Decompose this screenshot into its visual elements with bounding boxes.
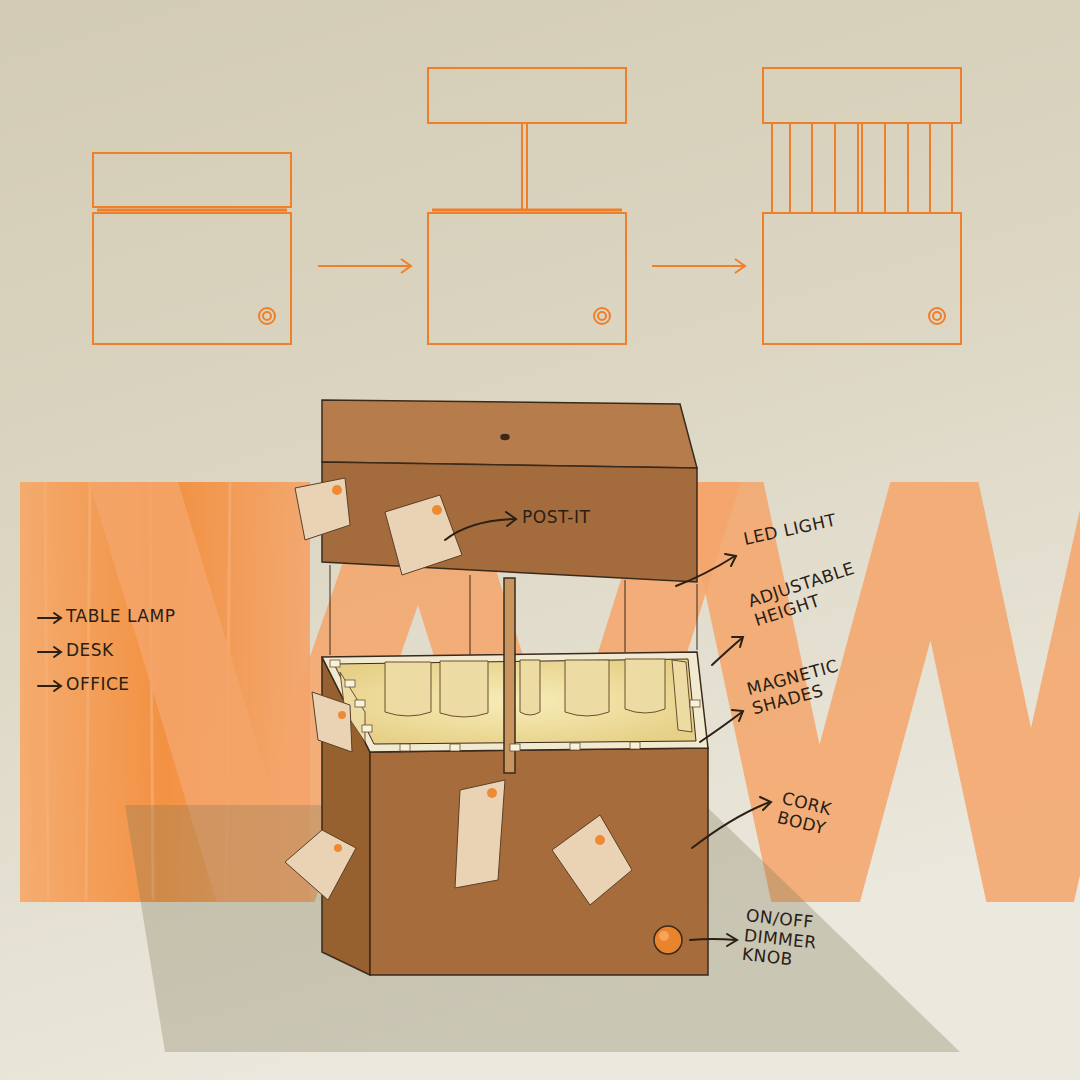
part-label: POST-IT bbox=[522, 508, 590, 528]
process-sketches bbox=[93, 68, 961, 344]
use-case: OFFICE bbox=[66, 675, 130, 695]
lamp-illustration bbox=[285, 400, 708, 975]
part-label: ON/OFF DIMMER KNOB bbox=[741, 906, 820, 972]
use-case: TABLE LAMP bbox=[66, 607, 175, 627]
use-case: DESK bbox=[66, 641, 114, 661]
callout-arrows bbox=[38, 512, 771, 946]
